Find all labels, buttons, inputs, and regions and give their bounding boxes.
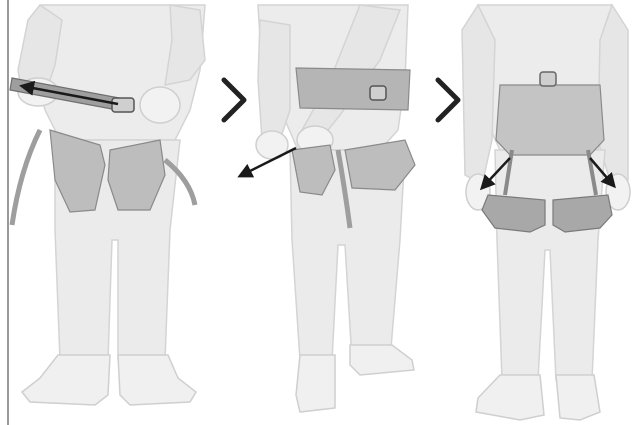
step-2-figure-left-arm: [258, 20, 290, 140]
step-2-harness-waist-belt: [296, 68, 410, 110]
step-2-harness-buckle: [370, 86, 386, 100]
step-1-panel: [10, 5, 205, 405]
step-3-panel: [462, 5, 630, 420]
step-3-harness-rear-panel: [496, 85, 604, 155]
chevron-right-icon: [224, 80, 244, 120]
step-3-figure-left-shoe: [476, 375, 544, 420]
step-2-figure-left-shoe: [296, 355, 335, 412]
step-1-harness-hanging-strap: [12, 130, 40, 225]
step-3-figure-pants: [495, 150, 605, 380]
chevron-right-icon: [438, 80, 458, 120]
step-1-figure-right-shoe: [118, 355, 196, 405]
step-3-figure-right-shoe: [556, 375, 600, 420]
step-3-harness-leg-loop-right: [553, 195, 612, 232]
step-3-harness-leg-loop-left: [482, 195, 545, 232]
step-1-figure-right-hand: [140, 87, 180, 123]
page-edge-rule: [7, 0, 9, 425]
step-2-panel: [240, 5, 415, 412]
step-3-figure-left-arm: [462, 5, 495, 185]
step-1-harness-buckle: [112, 98, 134, 112]
step-3-harness-haul-loop: [540, 72, 556, 86]
step-1-figure-left-shoe: [22, 355, 110, 405]
step-2-figure-right-shoe: [350, 345, 414, 375]
